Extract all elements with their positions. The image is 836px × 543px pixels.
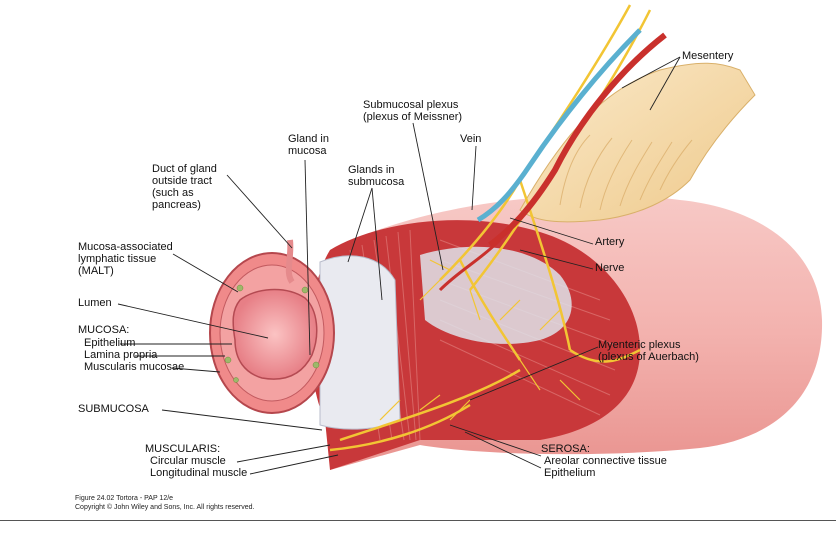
label-muscularis: MUSCULARIS: (145, 443, 221, 455)
label-serosa: SEROSA: (541, 443, 590, 455)
lumen (232, 288, 318, 380)
label-duct-4: pancreas) (152, 199, 201, 211)
label-mucosa: MUCOSA: (78, 324, 130, 336)
bottom-divider (0, 520, 836, 521)
submucosa-inner-field (420, 246, 572, 344)
artery-branch (438, 238, 502, 292)
label-myenteric-plexus-sub: (plexus of Auerbach) (598, 351, 699, 363)
caption-figure: Figure 24.02 Tortora - PAP 12/e (75, 495, 174, 502)
label-lamina-propria: Lamina propria (84, 349, 158, 361)
duct-of-gland (285, 239, 295, 284)
label-artery: Artery (595, 236, 625, 248)
leader-lines (117, 56, 681, 475)
label-submucosal-plexus: Submucosal plexus (363, 99, 459, 111)
label-submucosa: SUBMUCOSA (78, 403, 149, 415)
nerve-branches (379, 259, 581, 421)
label-gland-in-mucosa: Gland in (288, 133, 329, 145)
artery (488, 32, 667, 248)
label-vein: Vein (460, 133, 482, 145)
label-serosa-epithelium: Epithelium (544, 467, 596, 479)
label-nerve: Nerve (595, 262, 625, 274)
label-mesentery: Mesentery (682, 50, 734, 62)
mesentery (519, 62, 756, 223)
label-malt-1: Mucosa-associated (78, 241, 173, 253)
mesentery-folds (559, 134, 693, 211)
label-gland-in-mucosa-2: mucosa (288, 145, 327, 157)
label-duct-3: (such as (152, 187, 194, 199)
label-muscularis-mucosae: Muscularis mucosae (84, 361, 185, 373)
caption-copyright: Copyright © John Wiley and Sons, Inc. Al… (75, 504, 255, 511)
label-glands-in-submucosa-2: submucosa (348, 176, 405, 188)
label-malt-2: lymphatic tissue (78, 253, 157, 265)
malt-nodules (224, 284, 320, 383)
label-epithelium: Epithelium (84, 337, 136, 349)
vein (476, 28, 642, 223)
label-lumen: Lumen (78, 297, 112, 309)
label-submucosal-plexus-sub: (plexus of Meissner) (363, 111, 463, 123)
label-duct-1: Duct of gland (152, 163, 217, 175)
label-myenteric-plexus: Myenteric plexus (598, 339, 681, 351)
label-longitudinal-muscle: Longitudinal muscle (150, 467, 248, 479)
label-areolar: Areolar connective tissue (544, 455, 667, 467)
label-circular-muscle: Circular muscle (150, 455, 226, 467)
label-duct-2: outside tract (152, 175, 212, 187)
label-glands-in-submucosa: Glands in (348, 164, 395, 176)
label-malt-3: (MALT) (78, 265, 114, 277)
